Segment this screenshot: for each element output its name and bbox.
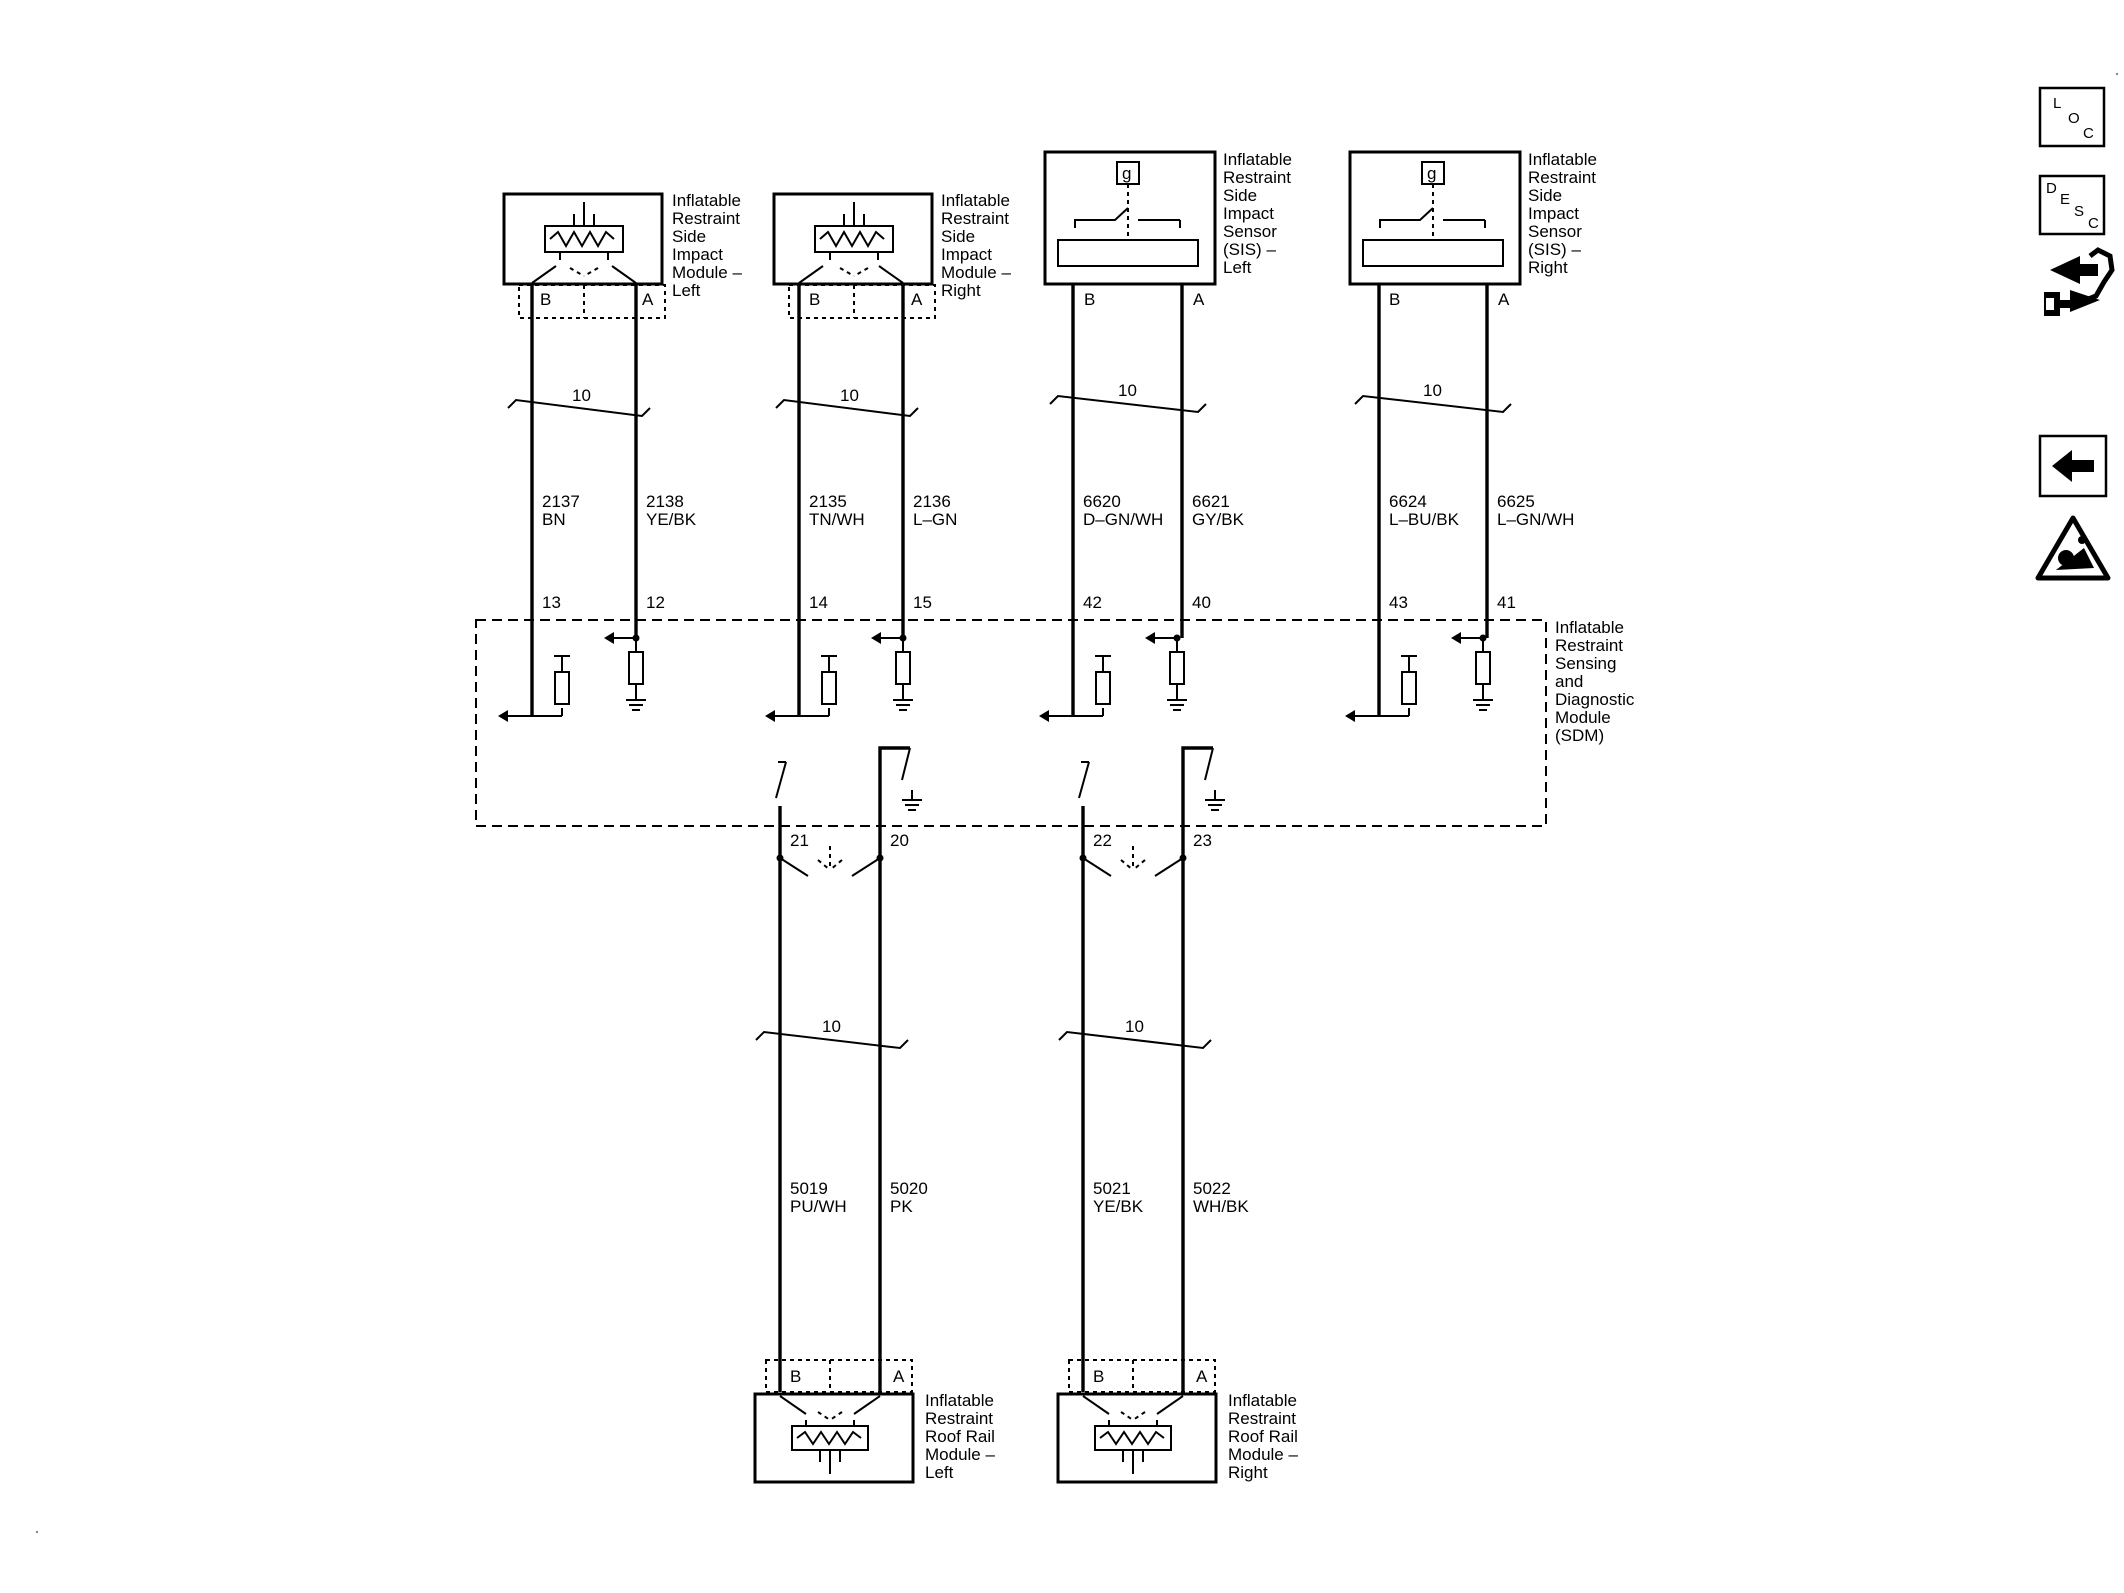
lower-pin-numbers: 21 20 22 23 bbox=[790, 831, 1212, 850]
circuit-number: 6624 bbox=[1389, 492, 1427, 511]
desc-button[interactable]: D E S C bbox=[2038, 174, 2106, 236]
sdm-input-pair bbox=[498, 632, 646, 722]
svg-text:O: O bbox=[2068, 110, 2080, 127]
upper-wires bbox=[530, 284, 1489, 716]
scan-dot bbox=[2115, 72, 2119, 76]
circuit-number: 5020 bbox=[890, 1179, 928, 1198]
pin-number: 43 bbox=[1389, 593, 1408, 612]
rrm-left-label: Inflatable Restraint Roof Rail Module – … bbox=[925, 1391, 1000, 1482]
circuit-number: 6621 bbox=[1192, 492, 1230, 511]
circuit-number: 2138 bbox=[646, 492, 684, 511]
wire-color: YE/BK bbox=[646, 510, 697, 529]
lower-splice-marks: 10 10 bbox=[755, 1017, 1212, 1050]
scan-dot bbox=[35, 1530, 39, 1534]
wire-color: L–GN bbox=[913, 510, 957, 529]
terminal-b: B bbox=[790, 1367, 801, 1386]
back-arrow-icon bbox=[2052, 450, 2094, 482]
terminal-b: B bbox=[540, 290, 551, 309]
sdm-output-pair bbox=[775, 746, 922, 858]
sensor-g-symbol: g bbox=[1427, 164, 1436, 183]
lower-connector-shorting-bars bbox=[776, 846, 1187, 877]
splice-label: 10 bbox=[822, 1017, 841, 1036]
upper-splice-marks: 10 10 10 10 bbox=[507, 381, 1512, 418]
pin-number: 23 bbox=[1193, 831, 1212, 850]
terminal-a: A bbox=[1498, 290, 1510, 309]
pin-number: 13 bbox=[542, 593, 561, 612]
sdm-module: Inflatable Restraint Sensing and Diagnos… bbox=[475, 618, 1639, 860]
terminal-b: B bbox=[1084, 290, 1095, 309]
splice-label: 10 bbox=[840, 386, 859, 405]
pin-number: 21 bbox=[790, 831, 809, 850]
wire-color: GY/BK bbox=[1192, 510, 1245, 529]
terminal-b: B bbox=[1093, 1367, 1104, 1386]
pin-number: 12 bbox=[646, 593, 665, 612]
sdm-label: Inflatable Restraint Sensing and Diagnos… bbox=[1555, 618, 1639, 745]
pin-number: 41 bbox=[1497, 593, 1516, 612]
circuit-number: 2137 bbox=[542, 492, 580, 511]
splice-label: 10 bbox=[1125, 1017, 1144, 1036]
pin-number: 42 bbox=[1083, 593, 1102, 612]
wire-color: BN bbox=[542, 510, 566, 529]
sensor-g-symbol: g bbox=[1122, 164, 1131, 183]
svg-text:L: L bbox=[2053, 95, 2061, 112]
terminal-b: B bbox=[1389, 290, 1400, 309]
circuit-number: 2135 bbox=[809, 492, 847, 511]
roof-rail-module-right: B A Inflatable Restraint Roof Rail Modul… bbox=[1056, 1359, 1303, 1484]
terminal-a: A bbox=[911, 290, 923, 309]
splice-label: 10 bbox=[572, 386, 591, 405]
sim-right-label: Inflatable Restraint Side Impact Module … bbox=[941, 191, 1016, 300]
svg-text:D: D bbox=[2046, 180, 2057, 197]
terminal-a: A bbox=[1196, 1367, 1208, 1386]
terminal-b: B bbox=[809, 290, 820, 309]
svg-text:C: C bbox=[2083, 125, 2094, 142]
wire-color: PK bbox=[890, 1197, 913, 1216]
circuit-number: 5022 bbox=[1193, 1179, 1231, 1198]
circuit-number: 5021 bbox=[1093, 1179, 1131, 1198]
side-impact-sensor-left: g B A Inflatable Restraint Side Impact S… bbox=[1043, 150, 1297, 309]
rrm-right-label: Inflatable Restraint Roof Rail Module – … bbox=[1228, 1391, 1303, 1482]
splice-label: 10 bbox=[1423, 381, 1442, 400]
svg-text:E: E bbox=[2060, 191, 2070, 208]
pin-number: 20 bbox=[890, 831, 909, 850]
side-impact-sensor-right: g B A Inflatable Restraint Side Impact S… bbox=[1348, 150, 1602, 309]
wire-color: PU/WH bbox=[790, 1197, 847, 1216]
circuit-number: 2136 bbox=[913, 492, 951, 511]
wire-color: L–GN/WH bbox=[1497, 510, 1574, 529]
splice-label: 10 bbox=[1118, 381, 1137, 400]
side-impact-module-right: B A Inflatable Restraint Side Impact Mod… bbox=[772, 191, 1016, 319]
wire-color: D–GN/WH bbox=[1083, 510, 1163, 529]
wire-color: WH/BK bbox=[1193, 1197, 1249, 1216]
connector-icon[interactable] bbox=[2044, 247, 2115, 316]
back-arrow-button[interactable] bbox=[2038, 434, 2108, 498]
airbag-warning-icon[interactable] bbox=[2035, 515, 2111, 581]
upper-circuit-labels: 2137 BN 2138 YE/BK 2135 TN/WH 2136 L–GN … bbox=[542, 492, 1574, 529]
pin-number: 15 bbox=[913, 593, 932, 612]
circuit-number: 5019 bbox=[790, 1179, 828, 1198]
circuit-number: 6620 bbox=[1083, 492, 1121, 511]
terminal-a: A bbox=[893, 1367, 905, 1386]
sim-left-label: Inflatable Restraint Side Impact Module … bbox=[672, 191, 747, 300]
lower-wires bbox=[778, 858, 1185, 1392]
pin-number: 22 bbox=[1093, 831, 1112, 850]
wire-color: YE/BK bbox=[1093, 1197, 1144, 1216]
svg-text:C: C bbox=[2088, 215, 2099, 232]
svg-text:S: S bbox=[2074, 203, 2084, 220]
roof-rail-module-left: B A Inflatable Restraint Roof Rail Modul… bbox=[753, 1359, 1000, 1484]
pin-number: 14 bbox=[809, 593, 828, 612]
upper-pin-numbers: 13 12 14 15 42 40 43 41 bbox=[542, 593, 1516, 612]
lower-circuit-labels: 5019 PU/WH 5020 PK 5021 YE/BK 5022 WH/BK bbox=[790, 1179, 1249, 1216]
wire-color: L–BU/BK bbox=[1389, 510, 1460, 529]
loc-button[interactable]: L O C bbox=[2038, 86, 2106, 148]
side-impact-module-left: B A Inflatable Restraint Side Impact Mod… bbox=[502, 191, 747, 319]
pin-number: 40 bbox=[1192, 593, 1211, 612]
terminal-a: A bbox=[642, 290, 654, 309]
terminal-a: A bbox=[1193, 290, 1205, 309]
sis-right-label: Inflatable Restraint Side Impact Sensor … bbox=[1528, 150, 1602, 277]
sis-left-label: Inflatable Restraint Side Impact Sensor … bbox=[1223, 150, 1297, 277]
circuit-number: 6625 bbox=[1497, 492, 1535, 511]
wire-color: TN/WH bbox=[809, 510, 865, 529]
